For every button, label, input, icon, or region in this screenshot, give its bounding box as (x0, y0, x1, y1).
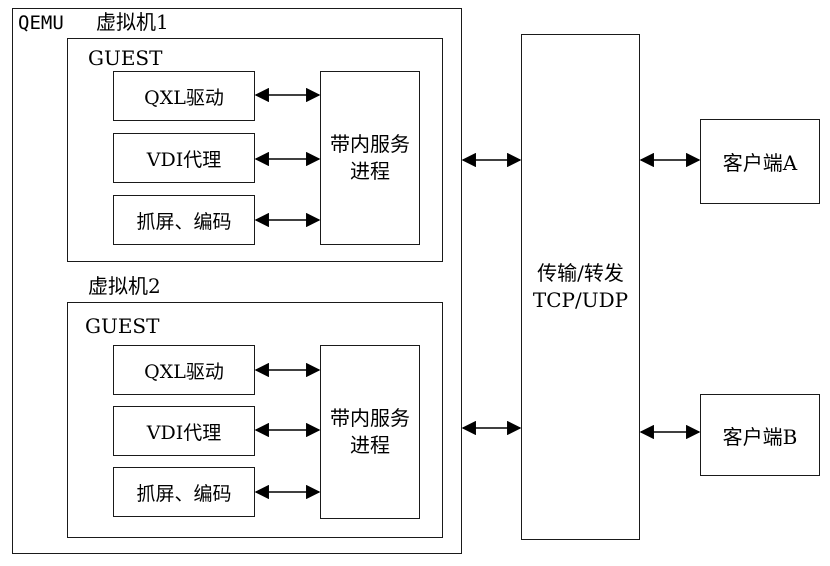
vm1-guest-label: GUEST (88, 46, 163, 70)
vm1-label: 虚拟机1 (96, 10, 169, 34)
vm1-capture-encode: 抓屏、编码 (113, 195, 255, 245)
vm1-service-process: 带内服务 进程 (320, 71, 420, 245)
vm1-qxl-driver: QXL驱动 (113, 71, 255, 121)
qemu-label: QEMU (18, 12, 64, 34)
vm1-vdi-agent: VDI代理 (113, 133, 255, 183)
vm2-vdi-agent: VDI代理 (113, 406, 255, 456)
vm2-guest-label: GUEST (85, 314, 160, 338)
client-a-box: 客户端A (700, 119, 820, 204)
vm2-label: 虚拟机2 (88, 274, 161, 298)
client-b-box: 客户端B (700, 394, 820, 476)
vm2-capture-encode: 抓屏、编码 (113, 467, 255, 517)
vm2-qxl-driver: QXL驱动 (113, 345, 255, 395)
transport-box: 传输/转发 TCP/UDP (521, 34, 640, 540)
vm2-service-process: 带内服务 进程 (320, 345, 420, 519)
